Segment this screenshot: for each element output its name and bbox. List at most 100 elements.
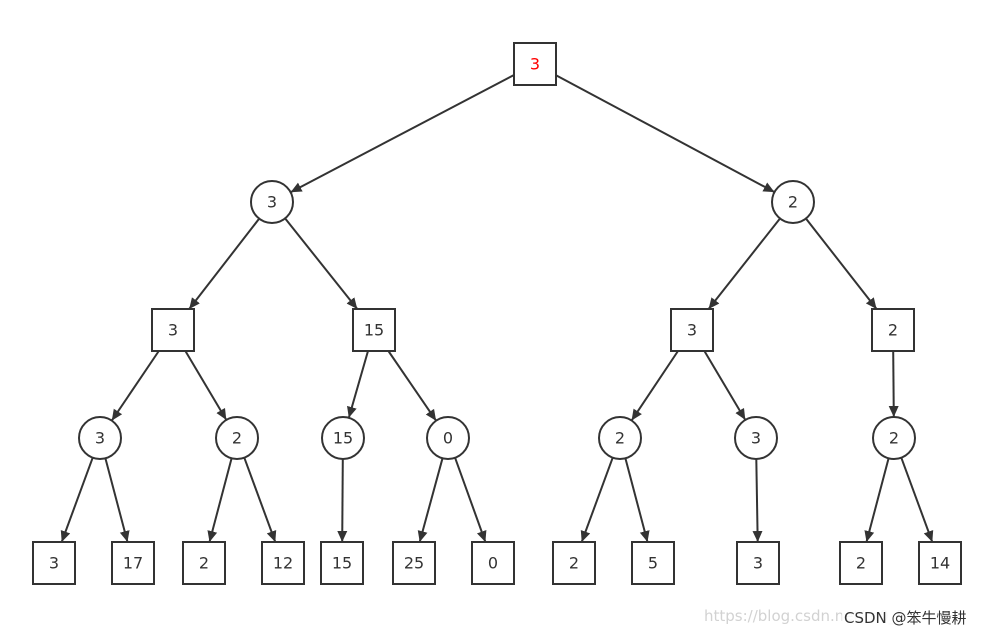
max-node-n24: 2 xyxy=(839,541,883,585)
edge-n8-n16 xyxy=(207,458,233,543)
node-square xyxy=(513,42,557,86)
max-node-n5: 3 xyxy=(670,308,714,352)
node-square xyxy=(918,541,962,585)
node-square xyxy=(471,541,515,585)
node-square xyxy=(320,541,364,585)
node-circle xyxy=(598,416,642,460)
node-label: 15 xyxy=(333,429,353,448)
node-label: 3 xyxy=(168,321,178,340)
node-label: 15 xyxy=(364,321,384,340)
max-node-n14: 3 xyxy=(32,541,76,585)
max-node-n6: 2 xyxy=(871,308,915,352)
node-square xyxy=(111,541,155,585)
node-label: 2 xyxy=(569,554,579,573)
node-label: 0 xyxy=(443,429,453,448)
edge-n5-n12 xyxy=(703,350,747,421)
max-node-n3: 3 xyxy=(151,308,195,352)
edge-n13-n24 xyxy=(864,458,890,543)
min-node-n7: 3 xyxy=(78,416,122,460)
node-square xyxy=(32,541,76,585)
min-node-n11: 2 xyxy=(598,416,642,460)
node-label: 2 xyxy=(856,554,866,573)
node-label: 25 xyxy=(404,554,424,573)
node-circle xyxy=(426,416,470,460)
node-label: 15 xyxy=(332,554,352,573)
max-node-n25: 14 xyxy=(918,541,962,585)
node-label: 2 xyxy=(889,429,899,448)
edge-n2-n6 xyxy=(805,217,878,310)
node-circle xyxy=(734,416,778,460)
edge-n7-n15 xyxy=(104,458,130,543)
node-square xyxy=(182,541,226,585)
node-circle xyxy=(872,416,916,460)
min-node-n13: 2 xyxy=(872,416,916,460)
max-node-n19: 25 xyxy=(392,541,436,585)
node-circle xyxy=(250,180,294,224)
node-label: 17 xyxy=(123,554,143,573)
edge-n10-n19 xyxy=(417,458,444,543)
node-label: 2 xyxy=(232,429,242,448)
node-circle xyxy=(771,180,815,224)
node-label: 2 xyxy=(199,554,209,573)
edge-n2-n5 xyxy=(707,217,781,310)
min-node-n10: 0 xyxy=(426,416,470,460)
node-square xyxy=(261,541,305,585)
min-node-n2: 2 xyxy=(771,180,815,224)
node-label: 12 xyxy=(273,554,293,573)
node-square xyxy=(392,541,436,585)
edge-n11-n22 xyxy=(624,458,650,543)
max-node-n17: 12 xyxy=(261,541,305,585)
node-square xyxy=(871,308,915,352)
edge-n9-n18 xyxy=(337,458,348,543)
node-circle xyxy=(78,416,122,460)
node-label: 3 xyxy=(753,554,763,573)
edge-n1-n4 xyxy=(284,217,359,310)
edges-layer xyxy=(60,74,934,543)
node-label: 3 xyxy=(49,554,59,573)
node-square xyxy=(736,541,780,585)
edge-n6-n13 xyxy=(888,350,899,418)
max-node-n23: 3 xyxy=(736,541,780,585)
node-label: 2 xyxy=(788,193,798,212)
node-label: 3 xyxy=(687,321,697,340)
node-label: 0 xyxy=(488,554,498,573)
max-node-n15: 17 xyxy=(111,541,155,585)
max-node-n4: 15 xyxy=(352,308,396,352)
node-label: 3 xyxy=(267,193,277,212)
edge-n0-n1 xyxy=(290,74,515,194)
edge-n10-n20 xyxy=(454,457,487,543)
edge-n7-n14 xyxy=(60,457,94,543)
edge-n5-n11 xyxy=(630,350,679,422)
edge-n11-n21 xyxy=(580,457,614,543)
min-node-n1: 3 xyxy=(250,180,294,224)
node-label: 3 xyxy=(751,429,761,448)
node-label: 3 xyxy=(530,55,540,74)
max-node-n18: 15 xyxy=(320,541,364,585)
edge-n12-n23 xyxy=(752,458,763,543)
node-label: 2 xyxy=(615,429,625,448)
node-label: 2 xyxy=(888,321,898,340)
edge-n4-n10 xyxy=(387,350,437,422)
edge-n1-n3 xyxy=(188,217,260,310)
max-node-n20: 0 xyxy=(471,541,515,585)
node-square xyxy=(151,308,195,352)
edge-n0-n2 xyxy=(555,74,775,193)
max-node-n21: 2 xyxy=(552,541,596,585)
node-label: 5 xyxy=(648,554,658,573)
max-node-n22: 5 xyxy=(631,541,675,585)
watermark-brand: CSDN @笨牛慢耕 xyxy=(842,607,967,628)
node-square xyxy=(552,541,596,585)
edge-n4-n9 xyxy=(347,350,369,419)
node-square xyxy=(631,541,675,585)
node-square xyxy=(670,308,714,352)
node-label: 3 xyxy=(95,429,105,448)
node-label: 14 xyxy=(930,554,950,573)
max-node-n0: 3 xyxy=(513,42,557,86)
min-node-n12: 3 xyxy=(734,416,778,460)
min-node-n9: 15 xyxy=(321,416,365,460)
watermark: https://blog.csdn.net/m0_5 CSDN @笨牛慢耕 xyxy=(704,607,967,628)
max-node-n16: 2 xyxy=(182,541,226,585)
edge-n3-n8 xyxy=(184,350,228,421)
